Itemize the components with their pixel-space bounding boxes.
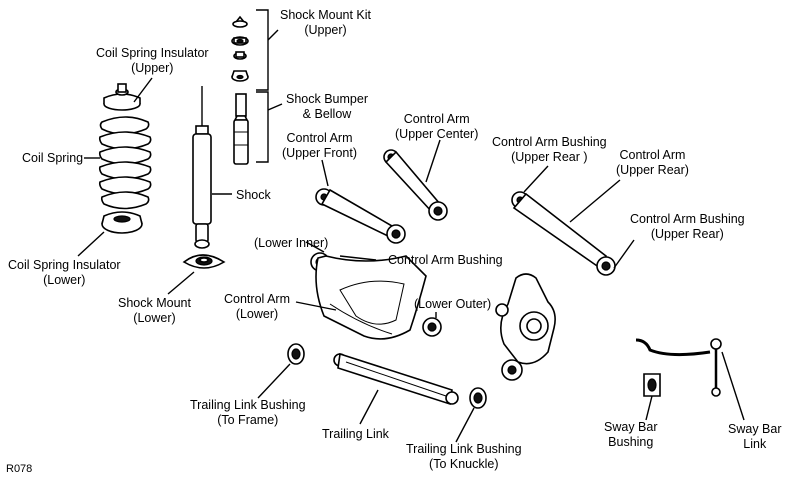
- label-coil-spring-insulator-lower: Coil Spring Insulator (Lower): [8, 258, 121, 287]
- sway-bar-link-leader: [721, 351, 745, 421]
- trailing-link-leader: [359, 389, 379, 425]
- coil-spring-part: [98, 116, 152, 210]
- shock-mount-lower-leader: [167, 271, 195, 295]
- shock-bumper-bracket: [256, 91, 269, 163]
- control-arm-lower-leader: [295, 301, 337, 311]
- lower-inner-leader: [305, 241, 325, 253]
- coil-spring-insulator-lower-leader: [77, 231, 105, 257]
- label-control-arm-upper-front: Control Arm (Upper Front): [282, 131, 358, 160]
- label-coil-spring-insulator-upper: Coil Spring Insulator (Upper): [96, 46, 209, 75]
- label-sway-bar-bushing: Sway Bar Bushing: [604, 420, 658, 449]
- sway-bar-bushing-leader: [645, 395, 653, 421]
- shock-mount-kit-bracket: [256, 9, 269, 91]
- control-arm-upper-rear-part: [511, 191, 616, 276]
- trailing-link-part: [333, 352, 459, 406]
- label-control-arm-bushing: Control Arm Bushing: [388, 253, 503, 267]
- label-trailing-link-bushing-knuckle: Trailing Link Bushing (To Knuckle): [406, 442, 522, 471]
- label-control-arm-bushing-upper-rear-2: Control Arm Bushing (Upper Rear): [630, 212, 745, 241]
- label-coil-spring: Coil Spring: [22, 151, 84, 165]
- label-control-arm-lower: Control Arm (Lower): [224, 292, 290, 321]
- control-arm-bushing-upper-rear-leader-2: [613, 239, 635, 269]
- figure-code: R078: [6, 463, 33, 475]
- control-arm-upper-front-leader: [321, 159, 329, 187]
- control-arm-upper-center-leader: [425, 139, 441, 183]
- control-arm-bushing-upper-rear-leader-1: [523, 165, 549, 193]
- control-arm-upper-center-part: [383, 149, 448, 221]
- label-control-arm-upper-rear: Control Arm (Upper Rear): [616, 148, 689, 177]
- shock-bumper-part: [233, 93, 249, 165]
- trailing-link-bushing-frame-part: [287, 343, 305, 365]
- label-sway-bar-link: Sway Bar Link: [728, 422, 782, 451]
- shock-bumper-leader: [267, 103, 283, 111]
- label-control-arm-upper-center: Control Arm (Upper Center): [395, 112, 479, 141]
- trailing-link-bushing-frame-leader: [257, 363, 291, 399]
- control-arm-upper-rear-leader: [569, 179, 621, 223]
- sway-bar-part: [635, 338, 722, 397]
- coil-spring-insulator-upper-leader: [133, 77, 153, 103]
- label-shock: Shock: [236, 188, 271, 202]
- shock-part: [192, 86, 212, 249]
- label-shock-bumper: Shock Bumper & Bellow: [286, 92, 368, 121]
- coil-spring-insulator-upper-part: [103, 83, 141, 111]
- label-trailing-link-bushing-frame: Trailing Link Bushing (To Frame): [190, 398, 306, 427]
- knuckle-part: [495, 273, 556, 381]
- control-arm-bushing-leader: [339, 255, 377, 261]
- shock-mount-lower-part: [182, 254, 226, 269]
- label-trailing-link: Trailing Link: [322, 427, 389, 441]
- coil-spring-insulator-lower-part: [101, 211, 143, 234]
- shock-mount-kit-parts: [231, 15, 249, 82]
- shock-mount-kit-leader: [267, 29, 279, 41]
- label-lower-inner: (Lower Inner): [254, 236, 329, 250]
- control-arm-lower-part: [310, 252, 442, 340]
- control-arm-upper-front-part: [315, 188, 406, 244]
- label-control-arm-bushing-upper-rear-1: Control Arm Bushing (Upper Rear ): [492, 135, 607, 164]
- label-shock-mount-kit: Shock Mount Kit (Upper): [280, 8, 372, 37]
- trailing-link-bushing-knuckle-part: [469, 387, 487, 409]
- trailing-link-bushing-knuckle-leader: [455, 407, 475, 443]
- label-lower-outer: (Lower Outer): [414, 297, 492, 311]
- label-shock-mount-lower: Shock Mount (Lower): [118, 296, 191, 325]
